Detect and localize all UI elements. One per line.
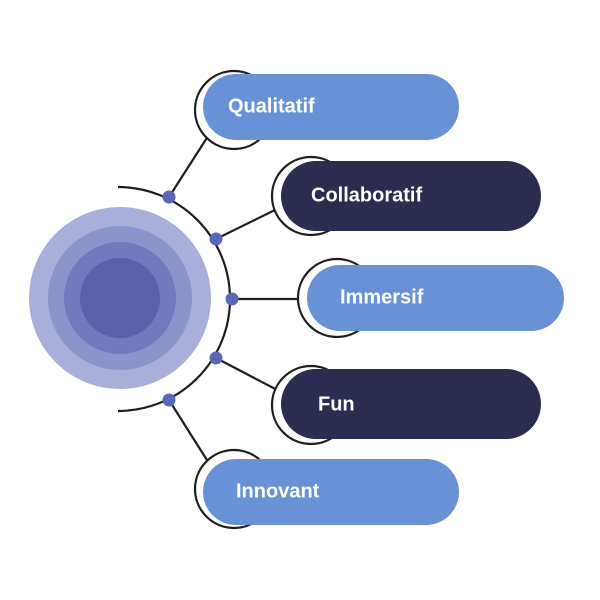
node-dot-1 <box>162 190 176 204</box>
pill-label-5: Innovant <box>236 480 320 502</box>
pill-item-2: Collaboratif <box>270 155 541 237</box>
pill-item-3: Immersif <box>296 257 564 339</box>
node-dot-4 <box>209 351 223 365</box>
pill-4 <box>281 369 541 439</box>
pill-3 <box>307 265 564 331</box>
pill-item-4: Fun <box>270 364 541 446</box>
pill-label-1: Qualitatif <box>228 95 315 117</box>
node-dots <box>162 190 239 407</box>
pill-2 <box>281 161 541 231</box>
ring-inner <box>80 258 160 338</box>
connector-2 <box>215 206 282 240</box>
pill-item-5: Innovant <box>193 448 459 530</box>
pill-label-2: Collaboratif <box>311 184 422 206</box>
pill-item-1: Qualitatif <box>193 69 459 151</box>
node-dot-3 <box>225 292 239 306</box>
pill-1 <box>203 74 459 140</box>
pill-label-4: Fun <box>318 393 355 415</box>
connectors <box>168 129 305 469</box>
center-target <box>29 207 211 389</box>
pill-5 <box>203 459 459 525</box>
connector-1 <box>168 129 213 198</box>
node-dot-2 <box>209 232 223 246</box>
pill-label-3: Immersif <box>340 286 424 308</box>
node-dot-5 <box>162 393 176 407</box>
connector-4 <box>215 357 282 393</box>
connector-5 <box>168 399 213 469</box>
